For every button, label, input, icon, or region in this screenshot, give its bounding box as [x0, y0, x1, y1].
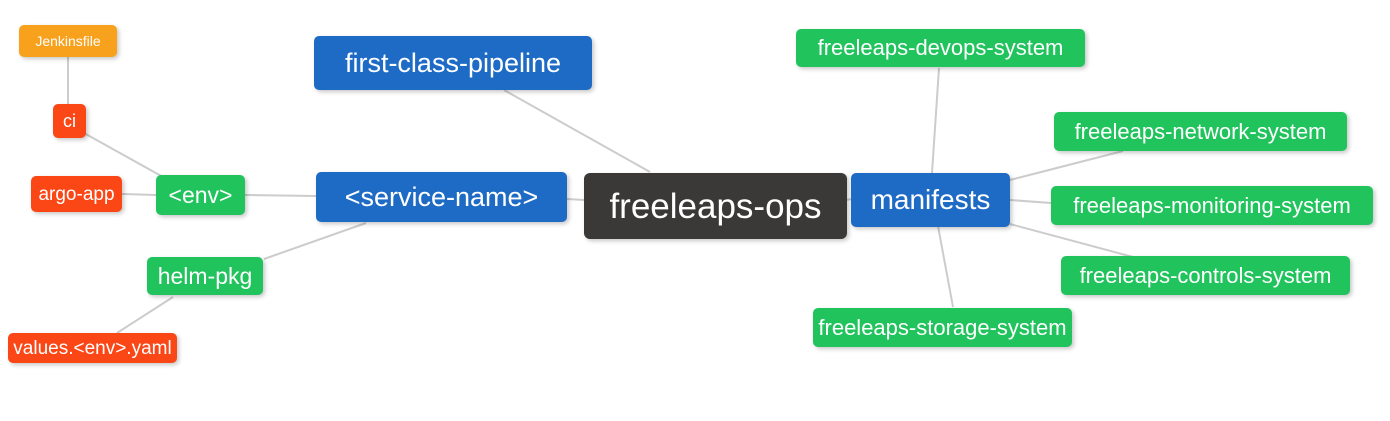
node-devops-system[interactable]: freeleaps-devops-system — [796, 29, 1085, 67]
node-env[interactable]: <env> — [156, 175, 245, 215]
node-monitoring-system[interactable]: freeleaps-monitoring-system — [1051, 186, 1373, 225]
node-controls-system[interactable]: freeleaps-controls-system — [1061, 256, 1350, 295]
node-jenkinsfile[interactable]: Jenkinsfile — [19, 25, 117, 57]
node-freeleaps-ops-root[interactable]: freeleaps-ops — [584, 173, 847, 239]
node-manifests[interactable]: manifests — [851, 173, 1010, 227]
edge-manifests-controls — [1009, 223, 1134, 258]
node-network-system[interactable]: freeleaps-network-system — [1054, 112, 1347, 151]
edge-ci-env — [83, 132, 164, 178]
node-ci[interactable]: ci — [53, 104, 86, 138]
node-argo-app[interactable]: argo-app — [31, 176, 122, 212]
edge-env-service-name — [244, 194, 317, 197]
edge-values-helm-pkg — [116, 296, 174, 334]
node-helm-pkg[interactable]: helm-pkg — [147, 257, 263, 295]
node-storage-system[interactable]: freeleaps-storage-system — [813, 308, 1072, 347]
node-service-name[interactable]: <service-name> — [316, 172, 567, 222]
edge-helm-pkg-service-name — [263, 222, 367, 260]
edge-manifests-storage — [937, 225, 954, 308]
node-first-class-pipeline[interactable]: first-class-pipeline — [314, 36, 592, 90]
edge-manifests-monitoring — [1009, 199, 1052, 204]
node-values-env-yaml[interactable]: values.<env>.yaml — [8, 333, 177, 363]
edge-service-name-ops — [566, 198, 585, 201]
edge-manifests-network — [1009, 150, 1124, 181]
edge-manifests-devops — [931, 67, 940, 174]
edge-argo-app-env — [121, 193, 157, 196]
edge-fcp-freeleaps-ops — [503, 89, 651, 173]
